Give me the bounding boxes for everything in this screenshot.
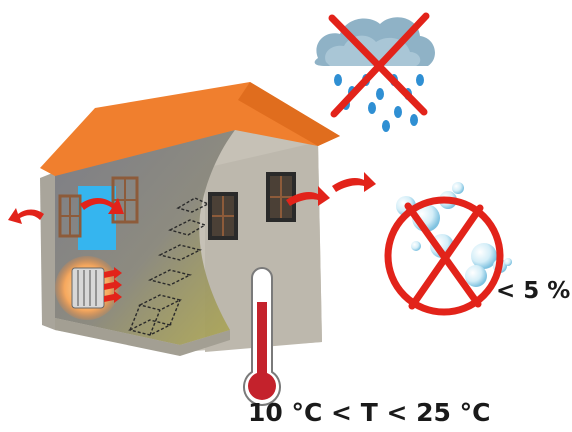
- window-right: [266, 172, 296, 222]
- radiator-icon: [55, 256, 119, 320]
- heat-arrow-right: [332, 172, 376, 192]
- rain-prohibition-cross: [328, 12, 430, 118]
- prohibition-icon: [384, 196, 504, 316]
- staircase: [127, 197, 210, 336]
- house-floor: [55, 318, 230, 356]
- temperature-label: 10 °C < T < 25 °C: [248, 398, 491, 427]
- heat-arrow-middle: [286, 186, 330, 206]
- radiator-heat-arrows: [104, 267, 122, 303]
- house-left-wall: [40, 172, 55, 330]
- house-roof-side: [238, 82, 340, 146]
- heat-loss-arrows: [8, 172, 376, 224]
- thermometer-icon: [243, 267, 281, 406]
- heat-arrow-left: [8, 208, 44, 224]
- window-middle: [208, 192, 238, 240]
- window-left: [58, 176, 139, 250]
- heat-arrow-window: [80, 198, 124, 214]
- humidity-label: < 5 %: [496, 278, 571, 304]
